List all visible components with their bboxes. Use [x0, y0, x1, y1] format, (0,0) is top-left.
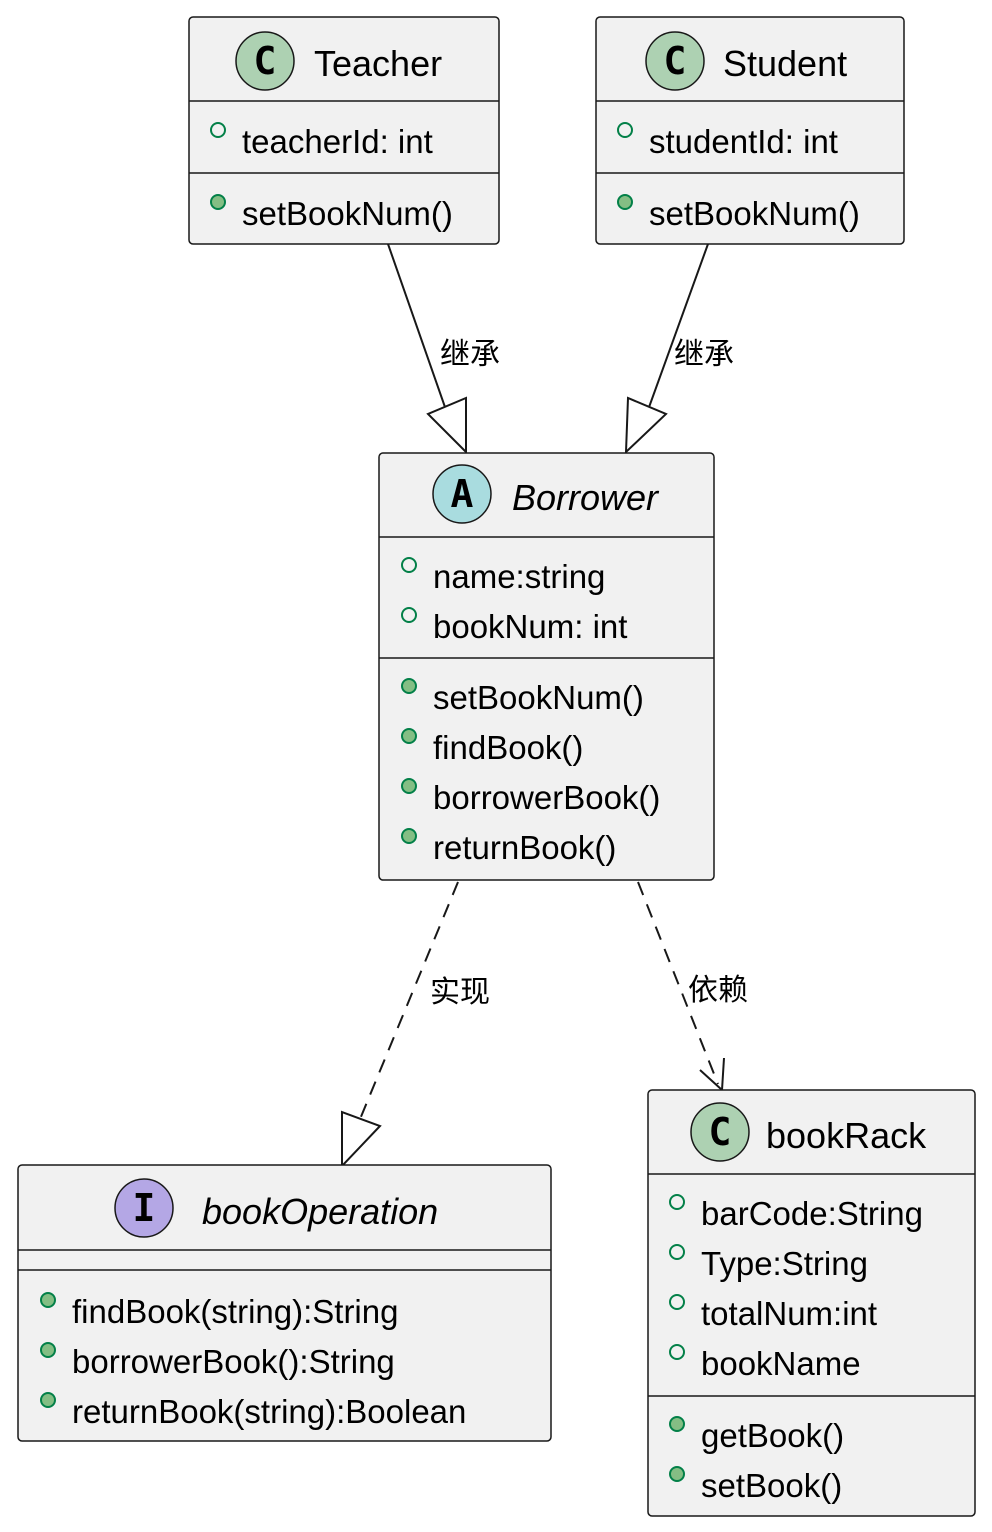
method: setBook()	[701, 1467, 842, 1504]
public-method-icon	[669, 1466, 685, 1482]
public-field-icon	[210, 122, 226, 138]
class-name: Borrower	[512, 477, 660, 518]
class-teacher[interactable]: C Teacher teacherId: int setBookNum()	[188, 16, 500, 245]
field: name:string	[433, 558, 605, 595]
relation-label: 继承	[674, 337, 734, 372]
field: studentId: int	[649, 123, 838, 160]
public-method-icon	[401, 778, 417, 794]
relation-borrower-depends-bookrack: 依赖	[637, 881, 748, 1093]
public-field-icon	[401, 557, 417, 573]
class-badge-letter: C	[254, 39, 277, 83]
inheritance-arrowhead	[426, 396, 467, 455]
public-method-icon	[401, 828, 417, 844]
abstract-badge-icon	[432, 464, 492, 524]
method: findBook(string):String	[72, 1293, 398, 1330]
dependency-line	[637, 881, 719, 1085]
class-badge-letter: C	[664, 39, 687, 83]
public-method-icon	[40, 1292, 56, 1308]
class-borrower[interactable]: A Borrower name:string bookNum: int setB…	[378, 452, 715, 881]
field: totalNum:int	[701, 1295, 877, 1332]
class-name: Teacher	[314, 43, 442, 84]
public-field-icon	[617, 122, 633, 138]
field: Type:String	[701, 1245, 868, 1282]
method: setBookNum()	[433, 679, 644, 716]
class-badge-icon	[645, 31, 705, 91]
relation-borrower-realizes-bookoperation: 实现	[341, 881, 490, 1169]
abstract-badge-letter: A	[451, 472, 474, 516]
public-method-icon	[401, 678, 417, 694]
field: bookNum: int	[433, 608, 627, 645]
public-field-icon	[669, 1344, 685, 1360]
realization-arrowhead	[341, 1110, 382, 1169]
dependency-arrowhead	[699, 1057, 725, 1093]
method: findBook()	[433, 729, 583, 766]
class-name: Student	[723, 43, 847, 84]
public-field-icon	[669, 1294, 685, 1310]
method: returnBook()	[433, 829, 616, 866]
class-box	[378, 452, 715, 881]
method: borrowerBook()	[433, 779, 660, 816]
inheritance-line	[647, 243, 709, 411]
method: setBookNum()	[242, 195, 453, 232]
field: teacherId: int	[242, 123, 433, 160]
public-field-icon	[401, 607, 417, 623]
relation-teacher-inherits-borrower: 继承	[387, 243, 500, 455]
class-badge-icon	[235, 31, 295, 91]
public-field-icon	[669, 1244, 685, 1260]
realization-line	[357, 881, 459, 1125]
public-method-icon	[40, 1342, 56, 1358]
field: barCode:String	[701, 1195, 923, 1232]
relation-label: 继承	[440, 337, 500, 372]
interface-badge-icon	[114, 1178, 174, 1238]
public-method-icon	[669, 1416, 685, 1432]
public-method-icon	[40, 1392, 56, 1408]
inheritance-arrowhead	[624, 396, 668, 455]
method: getBook()	[701, 1417, 844, 1454]
inheritance-line	[387, 243, 447, 411]
relation-student-inherits-borrower: 继承	[624, 243, 734, 455]
class-badge-icon	[690, 1102, 750, 1162]
public-method-icon	[617, 194, 633, 210]
interface-bookoperation[interactable]: I bookOperation findBook(string):String …	[17, 1164, 552, 1442]
class-bookrack[interactable]: C bookRack barCode:String Type:String to…	[647, 1089, 976, 1517]
class-name: bookOperation	[202, 1191, 438, 1232]
public-method-icon	[210, 194, 226, 210]
field: bookName	[701, 1345, 861, 1382]
class-box	[647, 1089, 976, 1517]
interface-badge-letter: I	[133, 1186, 156, 1230]
class-name: bookRack	[766, 1115, 927, 1156]
method: borrowerBook():String	[72, 1343, 395, 1380]
class-badge-letter: C	[709, 1110, 732, 1154]
relation-label: 依赖	[688, 973, 748, 1008]
public-field-icon	[669, 1194, 685, 1210]
public-method-icon	[401, 728, 417, 744]
relation-label: 实现	[430, 975, 490, 1010]
class-student[interactable]: C Student studentId: int setBookNum()	[595, 16, 905, 245]
method: setBookNum()	[649, 195, 860, 232]
method: returnBook(string):Boolean	[72, 1393, 466, 1430]
